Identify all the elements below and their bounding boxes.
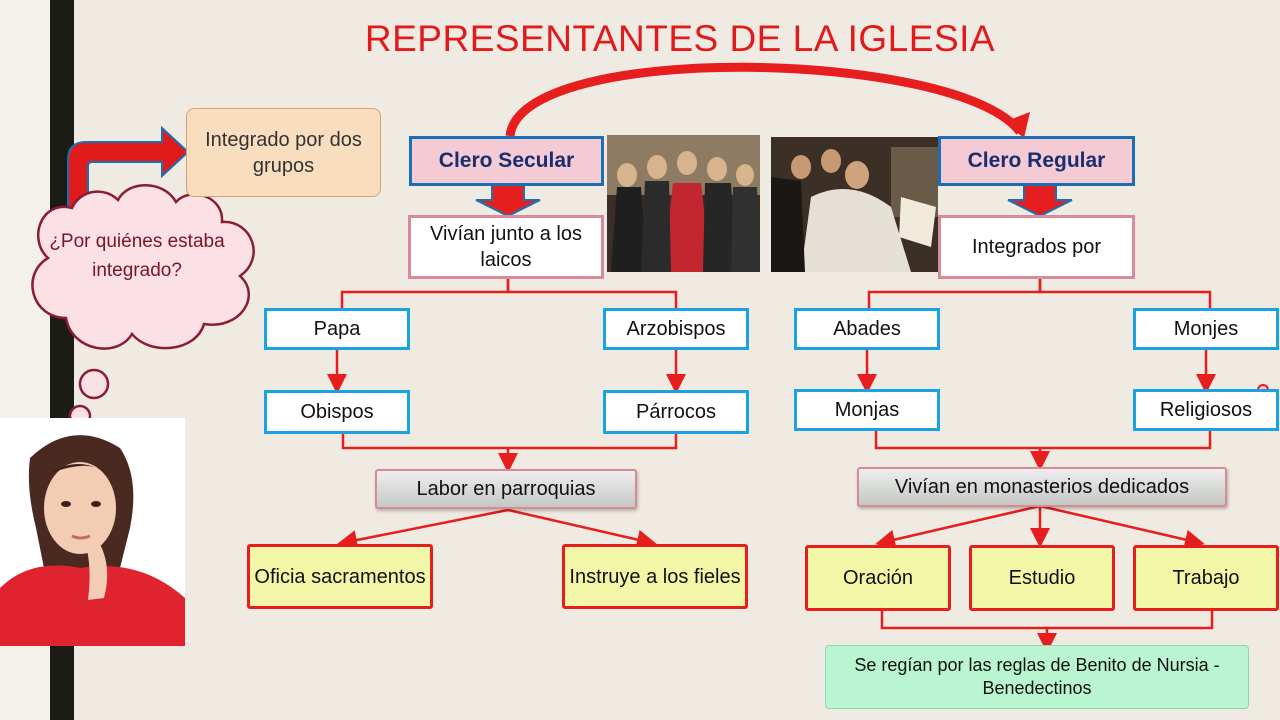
curved-arrow-icon: [505, 62, 1024, 137]
page-title: REPRESENTANTES DE LA IGLESIA: [364, 18, 996, 59]
oficia-sacramentos-box: Oficia sacramentos: [247, 544, 433, 609]
labor-parroquias-box: Labor en parroquias: [375, 469, 637, 509]
bent-arrow-icon: [67, 125, 190, 216]
down-arrow-icon: [1007, 183, 1073, 218]
parrocos-box: Párrocos: [603, 390, 749, 434]
clero-secular-header: Clero Secular: [409, 136, 604, 186]
estudio-box: Estudio: [969, 545, 1115, 611]
arzobispos-box: Arzobispos: [603, 308, 749, 350]
secular-description-box: Vivían junto a los laicos: [408, 215, 604, 279]
obispos-box: Obispos: [264, 390, 410, 434]
thought-cloud-icon: [31, 184, 255, 446]
trabajo-box: Trabajo: [1133, 545, 1279, 611]
regular-description-box: Integrados por: [938, 215, 1135, 279]
callout-box: Integrado por dos grupos: [186, 108, 381, 197]
benedictine-rule-box: Se regían por las reglas de Benito de Nu…: [825, 645, 1249, 709]
instruye-fieles-box: Instruye a los fieles: [562, 544, 748, 609]
religiosos-box: Religiosos: [1133, 389, 1279, 431]
monjas-box: Monjas: [794, 389, 940, 431]
abades-box: Abades: [794, 308, 940, 350]
oracion-box: Oración: [805, 545, 951, 611]
clergy-regular-painting: [771, 137, 938, 272]
down-arrow-icon: [475, 183, 541, 218]
clero-regular-header: Clero Regular: [938, 136, 1135, 186]
monjes-box: Monjes: [1133, 308, 1279, 350]
papa-box: Papa: [264, 308, 410, 350]
monasterios-box: Vivían en monasterios dedicados: [857, 467, 1227, 507]
clergy-secular-painting: [607, 135, 760, 272]
thinking-woman-photo: [0, 418, 185, 646]
question-text: ¿Por quiénes estaba integrado?: [49, 231, 225, 281]
